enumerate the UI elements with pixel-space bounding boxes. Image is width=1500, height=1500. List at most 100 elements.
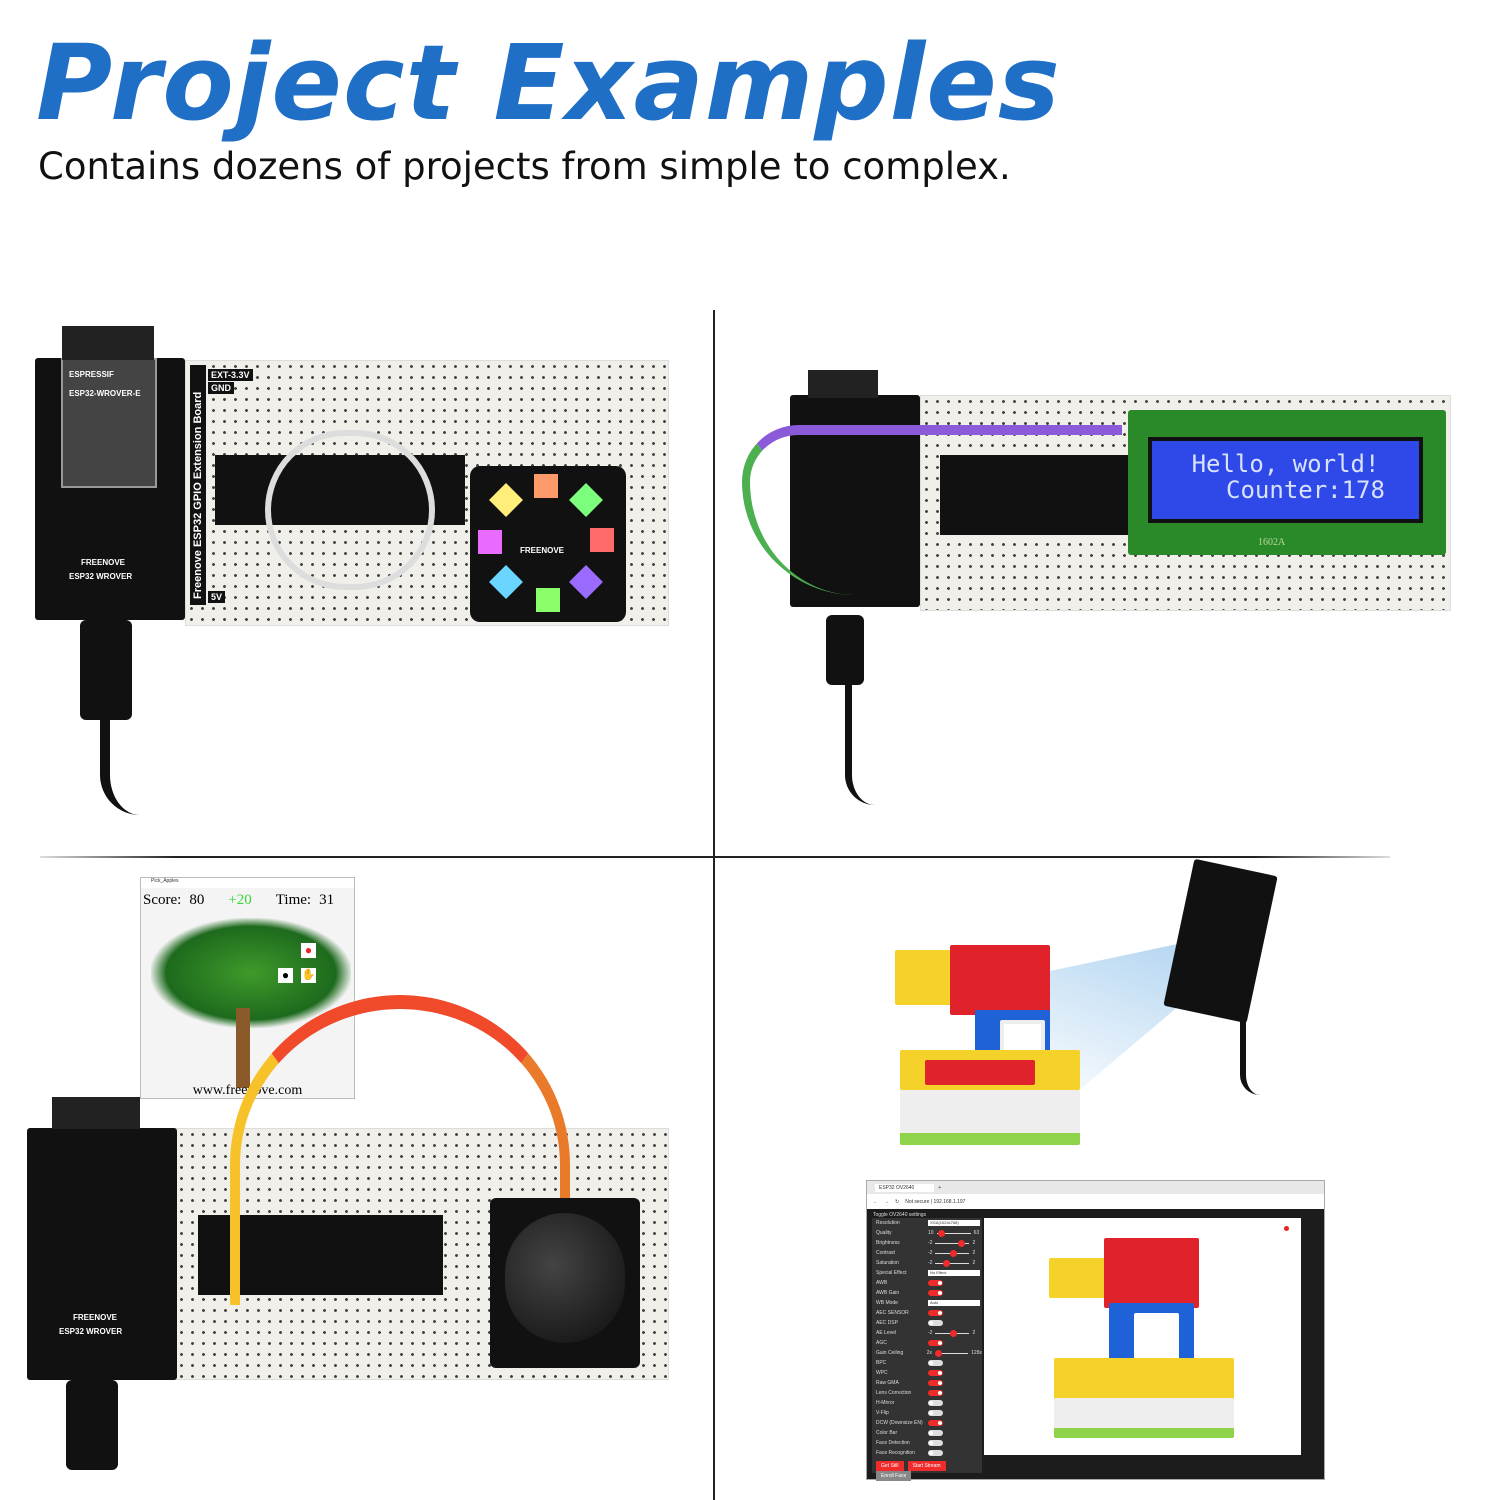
setting-row: AWB Gain bbox=[872, 1288, 982, 1298]
setting-toggle[interactable] bbox=[928, 1390, 943, 1396]
esp32-module: ESPRESSIF ESP32-WROVER-E bbox=[61, 358, 157, 488]
setting-toggle[interactable] bbox=[928, 1430, 943, 1436]
setting-slider[interactable] bbox=[935, 1249, 970, 1257]
setting-toggle[interactable] bbox=[928, 1360, 943, 1366]
setting-slider[interactable] bbox=[935, 1349, 969, 1357]
antenna bbox=[52, 1097, 140, 1129]
forward-icon[interactable]: → bbox=[884, 1198, 889, 1205]
setting-label: Quality bbox=[876, 1230, 892, 1236]
gnd-pin-label: GND bbox=[208, 382, 234, 394]
usb-cable bbox=[66, 1380, 118, 1470]
setting-row: AWB bbox=[872, 1278, 982, 1288]
slider-min: -2 bbox=[928, 1260, 933, 1266]
slider-max: 2 bbox=[972, 1330, 976, 1336]
setting-toggle[interactable] bbox=[928, 1420, 943, 1426]
setting-toggle[interactable] bbox=[928, 1410, 943, 1416]
led bbox=[569, 483, 603, 517]
setting-toggle[interactable] bbox=[928, 1370, 943, 1376]
setting-row: AEC DSP bbox=[872, 1318, 982, 1328]
setting-label: Brightness bbox=[876, 1240, 900, 1246]
antenna bbox=[808, 370, 878, 398]
5v-pin-label: 5V bbox=[208, 591, 226, 603]
setting-slider[interactable] bbox=[935, 1259, 970, 1267]
back-icon[interactable]: ← bbox=[873, 1198, 878, 1205]
close-stream-icon[interactable] bbox=[1284, 1226, 1289, 1231]
lcd-model-label: 1602A bbox=[1258, 537, 1286, 548]
setting-slider[interactable] bbox=[935, 1329, 970, 1337]
lcd-screen: Hello, world! Counter:178 bbox=[1148, 437, 1423, 523]
browser-tab[interactable]: ESP32 OV2640 bbox=[875, 1183, 935, 1192]
slider-max: 2 bbox=[972, 1250, 976, 1256]
joystick-module bbox=[490, 1198, 640, 1368]
esp32-board: FREENOVE ESP32 WROVER bbox=[27, 1128, 177, 1380]
setting-toggle[interactable] bbox=[928, 1380, 943, 1386]
setting-slider[interactable] bbox=[935, 1239, 970, 1247]
setting-row: AGC bbox=[872, 1338, 982, 1348]
slider-max: 128x bbox=[971, 1350, 982, 1356]
setting-toggle[interactable] bbox=[928, 1440, 943, 1446]
setting-label: AEC DSP bbox=[876, 1320, 898, 1326]
setting-label: Color Bar bbox=[876, 1430, 898, 1436]
start-stream-button[interactable]: Start Stream bbox=[907, 1461, 946, 1471]
setting-row: DCW (Downsize EN) bbox=[872, 1418, 982, 1428]
joystick-knob bbox=[505, 1213, 625, 1343]
setting-select[interactable]: Auto bbox=[928, 1300, 980, 1306]
led bbox=[590, 528, 614, 552]
slider-thumb[interactable] bbox=[950, 1249, 958, 1257]
led bbox=[489, 483, 523, 517]
tree-canopy bbox=[151, 918, 351, 1028]
setting-row: Color Bar bbox=[872, 1428, 982, 1438]
slider-thumb[interactable] bbox=[957, 1239, 965, 1247]
page-title: Project Examples bbox=[36, 22, 1061, 144]
setting-row: V-Flip bbox=[872, 1408, 982, 1418]
setting-toggle[interactable] bbox=[928, 1450, 943, 1456]
setting-select[interactable]: No Effect bbox=[928, 1270, 980, 1276]
game-window: Pick_Apples Score: 80 +20 Time: 31 ● ● ✋… bbox=[140, 877, 355, 1099]
slider-thumb[interactable] bbox=[942, 1259, 950, 1267]
tree-trunk bbox=[236, 1008, 250, 1088]
browser-chrome: ESP32 OV2640 + ← → ↻ Not secure | 192.16… bbox=[867, 1181, 1324, 1209]
setting-select[interactable]: XGA(1024x768) bbox=[928, 1220, 980, 1226]
toggle-settings[interactable]: Toggle OV2640 settings bbox=[873, 1212, 927, 1218]
setting-label: Saturation bbox=[876, 1260, 899, 1266]
setting-toggle[interactable] bbox=[928, 1290, 943, 1296]
slider-max: 63 bbox=[973, 1230, 980, 1236]
setting-label: WPC bbox=[876, 1370, 888, 1376]
antenna bbox=[62, 326, 154, 360]
score-label: Score: bbox=[143, 892, 182, 908]
new-tab-icon[interactable]: + bbox=[938, 1184, 942, 1191]
setting-label: AWB bbox=[876, 1280, 888, 1286]
usb-wire bbox=[100, 715, 160, 815]
setting-label: AWB Gain bbox=[876, 1290, 900, 1296]
reload-icon[interactable]: ↻ bbox=[895, 1198, 900, 1205]
board-brand: FREENOVE bbox=[73, 1313, 118, 1322]
time-label: Time: bbox=[275, 892, 312, 908]
esp32-camera-board bbox=[1163, 858, 1278, 1024]
setting-toggle[interactable] bbox=[928, 1340, 943, 1346]
setting-toggle[interactable] bbox=[928, 1280, 943, 1286]
slider-thumb[interactable] bbox=[950, 1329, 958, 1337]
setting-row: BPC bbox=[872, 1358, 982, 1368]
get-still-button[interactable]: Get Still bbox=[876, 1461, 904, 1471]
module-brand: ESPRESSIF bbox=[69, 370, 114, 379]
slider-thumb[interactable] bbox=[935, 1349, 942, 1357]
address-bar[interactable]: Not secure | 192.168.1.197 bbox=[905, 1198, 966, 1205]
setting-toggle[interactable] bbox=[928, 1400, 943, 1406]
enroll-face-button[interactable]: Enroll Face bbox=[876, 1471, 912, 1481]
ext-3v3-pin-label: EXT-3.3V bbox=[208, 369, 253, 381]
setting-slider[interactable] bbox=[936, 1229, 971, 1237]
usb-wire bbox=[1240, 1015, 1266, 1095]
horizontal-divider bbox=[40, 856, 1390, 858]
browser-window: ESP32 OV2640 + ← → ↻ Not secure | 192.16… bbox=[866, 1180, 1325, 1481]
slider-thumb[interactable] bbox=[938, 1229, 946, 1237]
setting-toggle[interactable] bbox=[928, 1310, 943, 1316]
setting-label: Contrast bbox=[876, 1250, 895, 1256]
setting-toggle[interactable] bbox=[928, 1320, 943, 1326]
led bbox=[536, 588, 560, 612]
led-brand: FREENOVE bbox=[520, 546, 565, 555]
